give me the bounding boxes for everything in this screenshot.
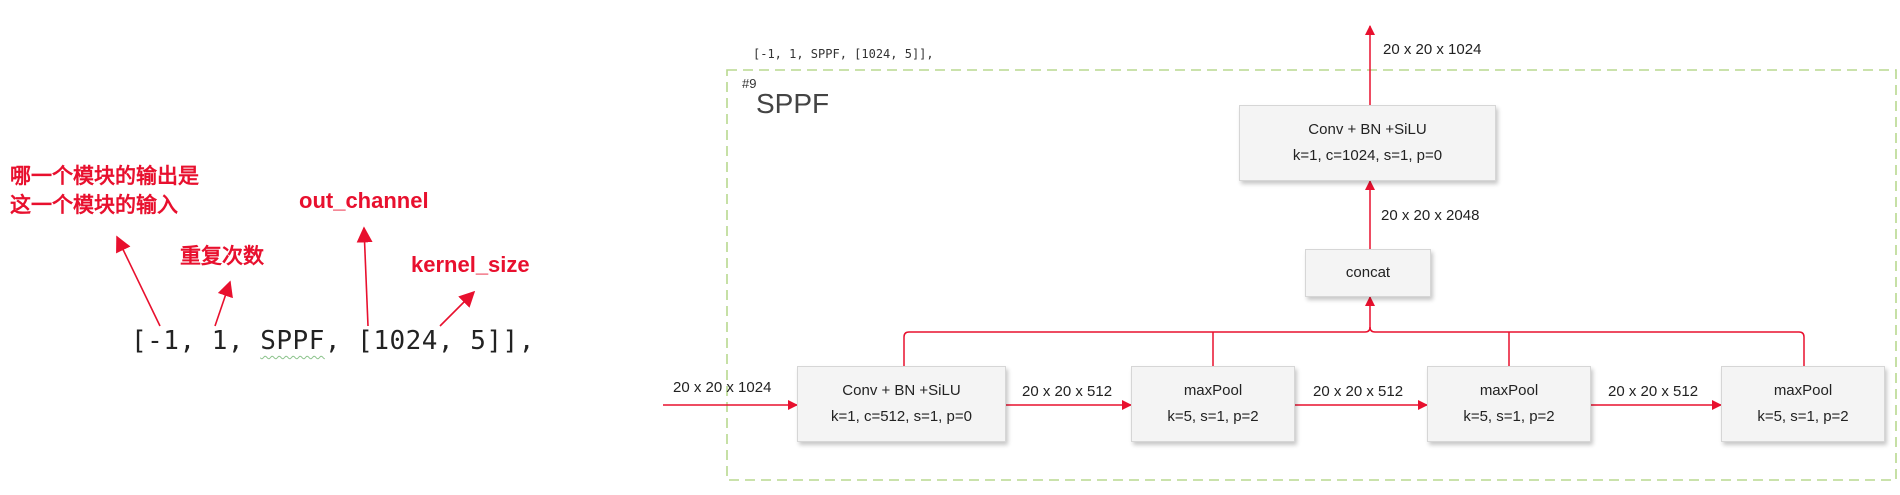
conv-block-1: Conv + BN +SiLU k=1, c=512, s=1, p=0: [797, 366, 1006, 442]
conv-block-1-params: k=1, c=512, s=1, p=0: [831, 408, 972, 425]
conv-block-1-title: Conv + BN +SiLU: [842, 382, 961, 399]
concat-block-title: concat: [1345, 264, 1391, 281]
maxpool-block-1: maxPool k=5, s=1, p=2: [1131, 366, 1295, 442]
concat-block: concat: [1305, 249, 1431, 297]
annotation-from-label: 哪一个模块的输出是 这一个模块的输入: [10, 162, 199, 220]
annotation-arrow-repeat: [214, 280, 233, 327]
diagram-code-snippet: [-1, 1, SPPF, [1024, 5]],: [753, 47, 934, 61]
maxpool-block-1-title: maxPool: [1183, 382, 1243, 399]
conv-block-2-title: Conv + BN +SiLU: [1308, 121, 1427, 138]
maxpool-block-1-params: k=5, s=1, p=2: [1167, 408, 1259, 425]
annotation-from-line1: 哪一个模块的输出是: [10, 165, 199, 188]
annotation-out-channel-label: out_channel: [299, 188, 429, 213]
annotation-arrow-from: [116, 235, 161, 327]
code-open: [-1, 1,: [131, 326, 261, 356]
annotation-kernel-size-label: kernel_size: [411, 252, 530, 277]
concat-bus: [903, 326, 1805, 366]
annotation-arrow-kernel-size: [439, 290, 476, 327]
annotation-repeat-label: 重复次数: [180, 245, 264, 268]
maxpool-block-2: maxPool k=5, s=1, p=2: [1427, 366, 1591, 442]
dim-conv1-pool1: 20 x 20 x 512: [1022, 383, 1113, 400]
code-close: , [1024, 5]],: [324, 326, 535, 356]
code-module-name: SPPF: [260, 326, 325, 356]
maxpool-block-2-params: k=5, s=1, p=2: [1463, 408, 1555, 425]
region-title: SPPF: [756, 88, 830, 119]
annotation-from-line2: 这一个模块的输入: [10, 194, 178, 217]
dim-output: 20 x 20 x 1024: [1383, 41, 1482, 58]
annotation-arrow-out-channel: [356, 226, 373, 327]
region-id: #9: [742, 76, 757, 91]
conv-block-2-params: k=1, c=1024, s=1, p=0: [1292, 147, 1443, 164]
maxpool-block-3-params: k=5, s=1, p=2: [1757, 408, 1849, 425]
dim-pool2-pool3: 20 x 20 x 512: [1608, 383, 1699, 400]
conv-block-2: Conv + BN +SiLU k=1, c=1024, s=1, p=0: [1239, 105, 1496, 181]
annotated-code-line: [-1, 1, SPPF, [1024, 5]],: [131, 326, 535, 356]
dim-pool1-pool2: 20 x 20 x 512: [1313, 383, 1404, 400]
maxpool-block-3-title: maxPool: [1773, 382, 1833, 399]
sppf-region-border: [726, 69, 1897, 481]
dim-concat-conv2: 20 x 20 x 2048: [1381, 207, 1480, 224]
input-dim-label: 20 x 20 x 1024: [673, 379, 772, 396]
maxpool-block-2-title: maxPool: [1479, 382, 1539, 399]
maxpool-block-3: maxPool k=5, s=1, p=2: [1721, 366, 1885, 442]
